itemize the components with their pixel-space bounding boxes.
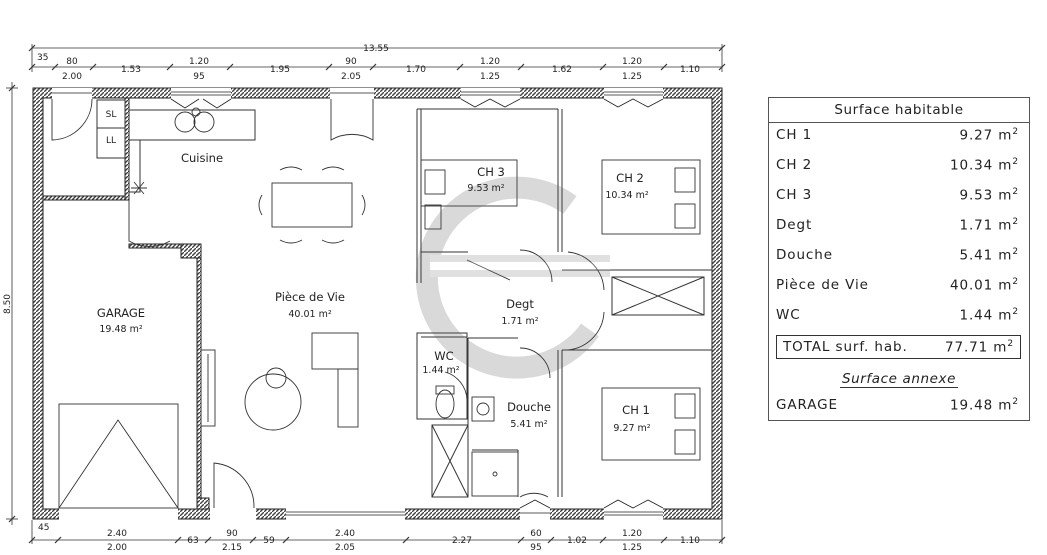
dim-bottom-10: 1.20 (622, 529, 642, 539)
dim-top-r2-4: 1.95 (270, 65, 290, 75)
surface-annex-label: GARAGE (776, 397, 838, 413)
surface-row-ch2: CH 2 10.34 m2 (776, 157, 1019, 177)
dim-top-r2-2: 1.53 (121, 65, 141, 75)
dim-top-2: 80 (66, 57, 78, 67)
surface-row-label: CH 2 (776, 157, 813, 173)
area-douche: 5.41 m² (510, 419, 547, 430)
dim-top-r2-3: 95 (193, 72, 204, 82)
area-wc: 1.44 m² (422, 365, 459, 376)
label-garage: GARAGE (97, 306, 145, 320)
windows (52, 91, 664, 516)
dim-top-r2-1: 2.00 (62, 72, 82, 82)
wall-openings (52, 88, 663, 520)
surface-row-value: 40.01 m2 (949, 277, 1019, 294)
surface-row-label: CH 1 (776, 127, 813, 143)
dim-bottom-8: 60 (530, 529, 542, 539)
dim-bottom-6: 2.40 (335, 529, 355, 539)
area-ch3: 9.53 m² (467, 183, 504, 194)
surface-total-box: TOTAL surf. hab. 77.71 m2 (776, 335, 1021, 359)
surface-table-title: Surface habitable (769, 98, 1029, 123)
surface-annex-value: 19.48 m2 (949, 397, 1019, 414)
top-dimensions (28, 44, 726, 72)
surface-row-value: 9.27 m2 (959, 127, 1019, 144)
dim-bottom-9: 1.02 (567, 536, 587, 546)
dim-top-r2-7: 1.25 (480, 72, 500, 82)
doors (51, 98, 605, 509)
dim-bottom-r2-4: 95 (530, 543, 541, 553)
label-piece-de-vie: Pièce de Vie (275, 290, 345, 304)
surface-total-value: 77.71 m2 (944, 338, 1014, 356)
surface-row-value: 5.41 m2 (959, 247, 1019, 264)
label-sl: SL (106, 110, 117, 120)
furniture (58, 107, 701, 509)
thin-partitions (96, 99, 712, 498)
dim-bottom-11: 1.10 (680, 536, 700, 546)
exterior-walls (32, 87, 723, 520)
surface-row-label: CH 3 (776, 187, 813, 203)
surface-row-label: Douche (776, 247, 833, 263)
label-douche: Douche (507, 400, 551, 414)
surface-total-label: TOTAL surf. hab. (783, 339, 908, 355)
surface-row-value: 9.53 m2 (959, 187, 1019, 204)
dim-bottom-3: 63 (187, 536, 198, 546)
surface-row-label: Degt (776, 217, 813, 233)
dim-bottom-4: 90 (226, 529, 238, 539)
dim-top-6: 1.20 (622, 57, 642, 67)
dim-top-4: 90 (345, 57, 357, 67)
area-degt: 1.71 m² (501, 316, 538, 327)
label-wc: WC (434, 349, 453, 363)
surface-row-degt: Degt 1.71 m2 (776, 217, 1019, 237)
dim-bottom-r2-1: 2.00 (107, 543, 127, 553)
left-dimension (6, 82, 18, 525)
surface-row-wc: WC 1.44 m2 (776, 307, 1019, 327)
label-degt: Degt (506, 297, 534, 311)
dim-bottom-2: 2.40 (107, 529, 127, 539)
surface-row-douche: Douche 5.41 m2 (776, 247, 1019, 267)
dim-total-height: 8.50 (3, 294, 13, 314)
floor-plan: 13.55 35 80 1.20 90 1.20 1.20 2.00 1.53 … (3, 44, 726, 553)
label-ch2: CH 2 (616, 171, 644, 185)
surface-row-value: 10.34 m2 (949, 157, 1019, 174)
label-ll: LL (106, 136, 116, 146)
surface-row-label: WC (776, 307, 801, 323)
area-ch1: 9.27 m² (613, 423, 650, 434)
surface-table: Surface habitable CH 1 9.27 m2 CH 2 10.3… (768, 97, 1030, 421)
dim-bottom-7: 2.27 (452, 536, 472, 546)
surface-row-ch3: CH 3 9.53 m2 (776, 187, 1019, 207)
surface-row-value: 1.71 m2 (959, 217, 1019, 234)
label-ch3: CH 3 (477, 165, 505, 179)
area-ch2: 10.34 m² (605, 190, 648, 201)
dim-bottom-r2-5: 1.25 (622, 543, 642, 553)
dim-top-r2-5: 2.05 (341, 72, 361, 82)
surface-row-piece-de-vie: Pièce de Vie 40.01 m2 (776, 277, 1019, 297)
dim-top-5: 1.20 (480, 57, 500, 67)
dim-top-r2-10: 1.10 (680, 65, 700, 75)
area-piece-de-vie: 40.01 m² (288, 309, 331, 320)
surface-row-value: 1.44 m2 (959, 307, 1019, 324)
dim-top-3: 1.20 (189, 57, 209, 67)
dim-bottom-1: 45 (38, 523, 49, 533)
surface-annex-title: Surface annexe (839, 371, 959, 388)
dim-top-r2-9: 1.25 (622, 72, 642, 82)
dim-bottom-r2-3: 2.05 (335, 543, 355, 553)
label-cuisine: Cuisine (181, 151, 223, 165)
dim-total-width: 13.55 (363, 44, 389, 54)
surface-row-garage: GARAGE 19.48 m2 (776, 397, 1019, 417)
surface-row-label: Pièce de Vie (776, 277, 869, 293)
dim-top-r2-8: 1.62 (552, 65, 572, 75)
watermark-logo (415, 176, 610, 379)
area-garage: 19.48 m² (99, 324, 142, 335)
dim-bottom-5: 59 (263, 536, 275, 546)
dim-top-1: 35 (37, 53, 48, 63)
label-ch1: CH 1 (622, 403, 650, 417)
dim-bottom-r2-2: 2.15 (222, 543, 242, 553)
dim-top-r2-6: 1.70 (406, 65, 426, 75)
surface-row-ch1: CH 1 9.27 m2 (776, 127, 1019, 147)
bottom-dimensions (28, 520, 726, 544)
